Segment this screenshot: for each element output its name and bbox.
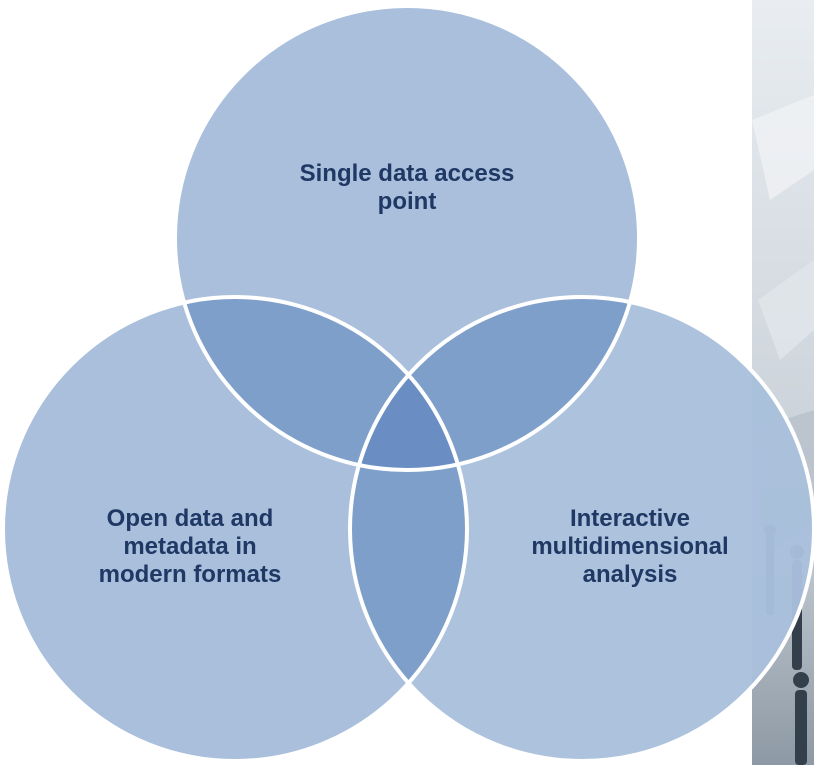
circle-label-right: Interactive multidimensional analysis xyxy=(470,505,790,589)
circle-label-top-line-1: Single data access xyxy=(299,160,515,187)
circle-label-right-line-1: Interactive xyxy=(569,505,691,532)
overlap-top-left xyxy=(175,297,467,470)
circle-label-right-line-2: multidimensional xyxy=(531,533,729,560)
overlap-top-right xyxy=(350,297,639,470)
circle-label-top: Single data access point xyxy=(250,160,564,216)
circle-label-left-line-2: metadata in xyxy=(123,533,257,560)
venn-circles xyxy=(1,4,814,763)
circle-label-right-line-3: analysis xyxy=(582,561,678,588)
circle-label-top-line-2: point xyxy=(377,188,437,215)
circle-label-left-line-1: Open data and xyxy=(106,505,274,532)
circle-label-left-line-3: modern formats xyxy=(98,561,282,588)
circle-label-left: Open data and metadata in modern formats xyxy=(60,505,320,589)
